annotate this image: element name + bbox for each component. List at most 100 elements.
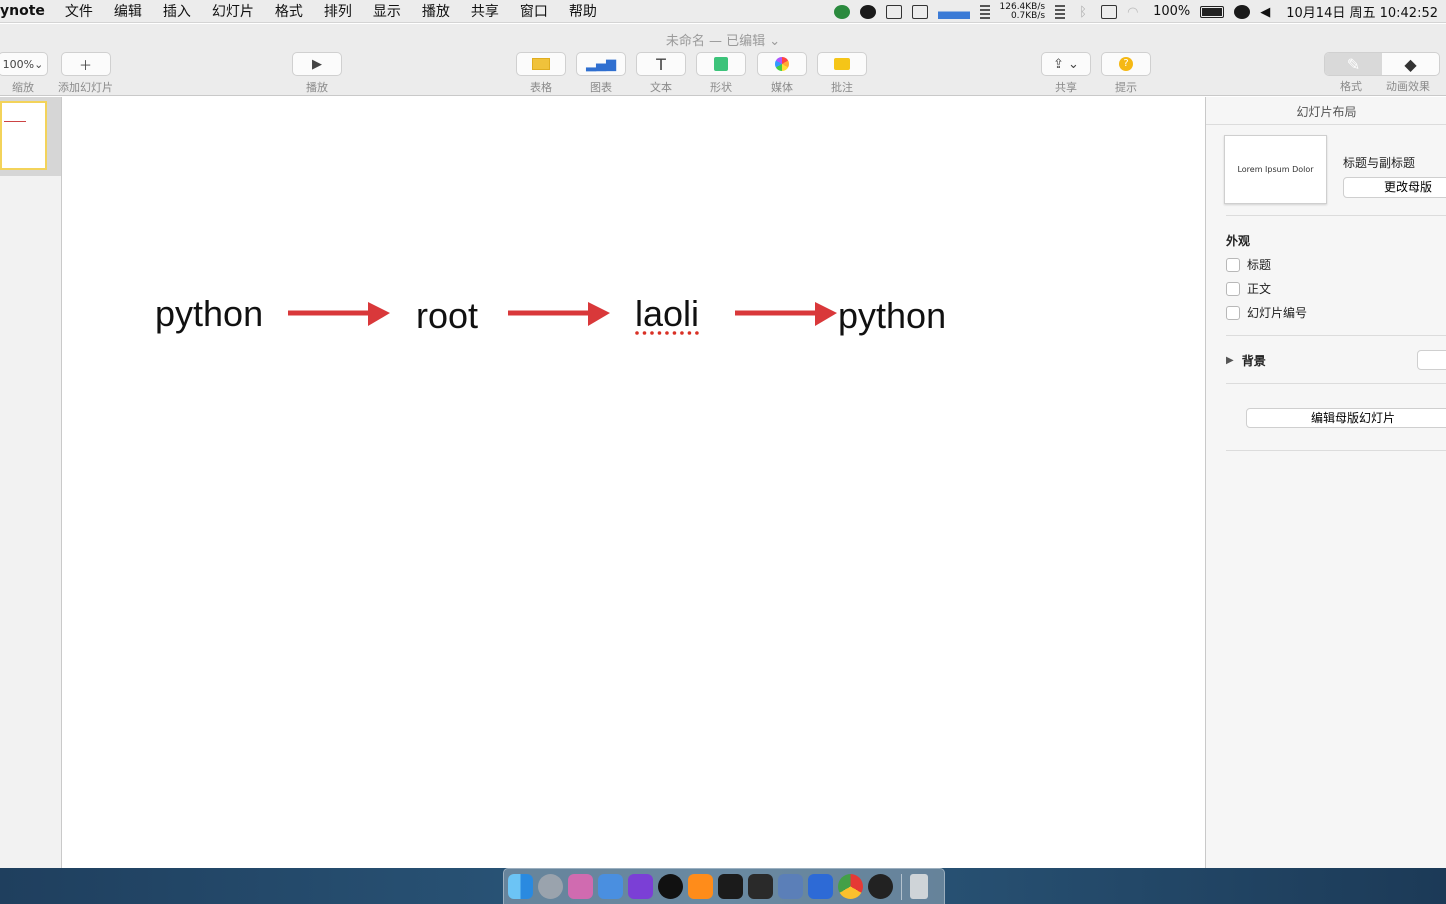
slide-canvas[interactable]: python root laoli python (62, 97, 1205, 868)
screen-capture-icon[interactable] (911, 4, 928, 19)
document-title[interactable]: 未命名 — 已编辑 ⌄ (665, 34, 781, 49)
teamviewer-icon[interactable] (808, 874, 833, 899)
play-control[interactable]: ▶ 播放 (292, 52, 342, 95)
arrow-1-head (368, 302, 390, 326)
terminal-icon[interactable] (718, 874, 743, 899)
background-disclosure[interactable]: ▶ 背景 (1226, 352, 1266, 369)
finder-icon[interactable] (508, 874, 533, 899)
menu-edit[interactable]: 编辑 (113, 4, 142, 20)
obs-icon[interactable] (868, 874, 893, 899)
chart-control[interactable]: ▂▄▆ 图表 (576, 52, 626, 95)
shape-label: 形状 (710, 81, 732, 94)
comment-button[interactable] (817, 52, 867, 76)
menu-view[interactable]: 显示 (372, 4, 401, 20)
battery-icon[interactable] (1200, 5, 1225, 18)
slide-text-python-2[interactable]: python (838, 295, 947, 336)
menu-file[interactable]: 文件 (64, 4, 93, 20)
zoom-select[interactable]: 100%⌄ (0, 52, 48, 76)
share-control[interactable]: ⇪ ⌄ 共享 (1041, 52, 1091, 95)
virtualbox-icon[interactable] (778, 874, 803, 899)
menu-slide[interactable]: 幻灯片 (211, 4, 254, 20)
text-icon: T (656, 54, 666, 74)
add-slide-button[interactable]: ＋ (60, 52, 111, 76)
add-slide-control[interactable]: ＋ 添加幻灯片 (58, 52, 113, 95)
format-tab[interactable]: ✎ (1325, 53, 1382, 75)
media-control[interactable]: 媒体 (757, 52, 807, 95)
keynote-remote-icon[interactable] (568, 874, 593, 899)
disk-bars-icon[interactable] (1055, 4, 1066, 19)
background-color-well[interactable] (1417, 350, 1446, 370)
tips-button[interactable]: ? (1101, 52, 1151, 76)
chart-button[interactable]: ▂▄▆ (576, 52, 626, 76)
media-button[interactable] (757, 52, 807, 76)
title-checkbox[interactable] (1226, 257, 1240, 272)
arrow-2[interactable] (508, 299, 612, 329)
slide-text-python-1[interactable]: python (155, 293, 264, 334)
menu-help[interactable]: 帮助 (568, 4, 597, 20)
menu-arrange[interactable]: 排列 (323, 4, 352, 20)
keynote-icon[interactable] (598, 874, 623, 899)
table-control[interactable]: 表格 (516, 52, 566, 95)
network-down-speed: 0.7KB/s (1010, 10, 1046, 21)
volume-icon[interactable]: ◀ (1260, 4, 1271, 20)
table-icon (532, 58, 550, 70)
arrow-1[interactable] (288, 299, 392, 329)
menu-clock[interactable]: 10月14日 周五 10:42:52 (1286, 6, 1438, 21)
text-control[interactable]: T 文本 (636, 52, 686, 95)
battery-percent[interactable]: 100% (1153, 4, 1191, 19)
slide-number-checkbox-row[interactable]: 幻灯片编号 (1226, 304, 1307, 321)
change-master-button[interactable]: 更改母版 (1343, 177, 1446, 198)
upload-status-icon[interactable] (833, 4, 850, 19)
phpstorm-icon[interactable] (628, 874, 653, 899)
comment-control[interactable]: 批注 (817, 52, 867, 95)
background-label: 背景 (1241, 354, 1266, 368)
menu-play[interactable]: 播放 (421, 4, 450, 20)
slide-thumbnail-1[interactable] (0, 101, 47, 170)
selected-slide-row[interactable] (0, 97, 61, 176)
animate-tab[interactable]: ◆ (1382, 53, 1439, 75)
memory-bars-icon[interactable] (979, 4, 990, 19)
menu-format[interactable]: 格式 (274, 4, 303, 20)
slide-text-laoli[interactable]: laoli (635, 293, 700, 334)
slide-text-root[interactable]: root (416, 295, 479, 336)
arrow-3[interactable] (735, 299, 839, 329)
table-button[interactable] (516, 52, 566, 76)
zoom-control[interactable]: 100%⌄ 缩放 (0, 52, 48, 95)
launchpad-icon[interactable] (538, 874, 563, 899)
menu-window[interactable]: 窗口 (519, 4, 548, 20)
slide-number-checkbox[interactable] (1226, 305, 1240, 320)
qq-icon[interactable] (658, 874, 683, 899)
inspector-divider (1206, 124, 1446, 125)
bluetooth-icon[interactable]: ᛒ (1079, 4, 1087, 20)
master-thumbnail[interactable]: Lorem Ipsum Dolor (1224, 135, 1327, 204)
tips-control[interactable]: ? 提示 (1101, 52, 1151, 95)
text-button[interactable]: T (636, 52, 686, 76)
sync-app-icon[interactable] (1234, 4, 1251, 19)
inspector-divider (1226, 215, 1446, 216)
body-checkbox[interactable] (1226, 281, 1240, 296)
iterm-icon[interactable] (748, 874, 773, 899)
keyboard-icon[interactable] (1101, 4, 1118, 19)
body-checkbox-row[interactable]: 正文 (1226, 280, 1271, 297)
network-speed[interactable]: 126.4KB/s 0.7KB/s (1000, 2, 1046, 21)
menu-app-name[interactable]: ynote (0, 3, 45, 19)
vpn-status-icon[interactable] (859, 4, 876, 19)
trash-icon[interactable] (910, 874, 928, 899)
status-area: 126.4KB/s 0.7KB/s ᛒ ◠ 100% ◀ 10月14日 周五 1… (833, 0, 1438, 23)
format-label: 格式 (1340, 80, 1362, 93)
chrome-icon[interactable] (838, 874, 863, 899)
play-button[interactable]: ▶ (292, 52, 342, 76)
sublime-icon[interactable] (688, 874, 713, 899)
menu-insert[interactable]: 插入 (162, 4, 191, 20)
shape-button[interactable] (696, 52, 746, 76)
cpu-graph-icon[interactable] (937, 4, 970, 19)
share-button[interactable]: ⇪ ⌄ (1041, 52, 1091, 76)
shape-control[interactable]: 形状 (696, 52, 746, 95)
shape-icon (714, 57, 728, 71)
display-status-icon[interactable] (885, 4, 902, 19)
wifi-icon[interactable]: ◠ (1127, 4, 1139, 20)
help-icon: ? (1119, 57, 1133, 71)
menu-share[interactable]: 共享 (470, 4, 499, 20)
edit-master-slides-button[interactable]: 编辑母版幻灯片 (1246, 408, 1446, 428)
title-checkbox-row[interactable]: 标题 (1226, 256, 1271, 273)
